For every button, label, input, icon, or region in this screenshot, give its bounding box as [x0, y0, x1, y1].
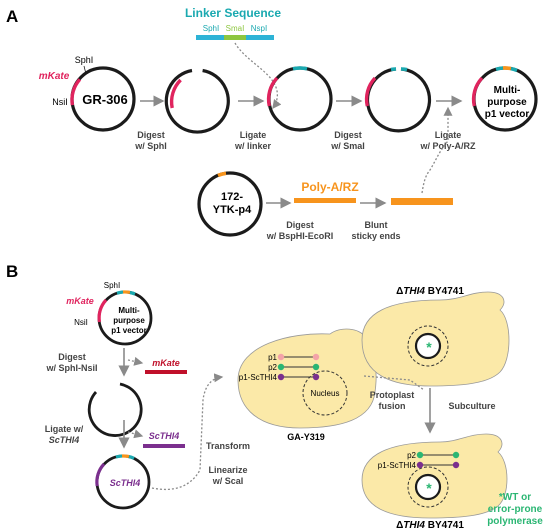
b-vector-line3: p1 vector — [111, 326, 147, 335]
bottom-p2-label: p2 — [407, 451, 416, 460]
b-transform-label: Transform — [206, 441, 250, 451]
a-step2-line2: w/ linker — [234, 141, 272, 151]
a-step5-line1: Digest — [286, 220, 314, 230]
multipurpose-p1-vector-a — [471, 66, 538, 132]
b-mkate-fragment-label: mKate — [152, 358, 180, 368]
polya-dotted-arrow — [421, 106, 453, 194]
gr306-name: GR-306 — [82, 92, 128, 107]
wt-note-line1: *WT or — [499, 492, 531, 503]
bottom-strain-cell — [361, 433, 508, 519]
bottom-strain-label: ΔTHI4 BY4741 — [396, 520, 464, 531]
scthi4-fragment — [143, 444, 185, 448]
b-linearize-line1: Linearize — [208, 465, 247, 475]
bottom-star: * — [426, 480, 432, 496]
b-mkate-dotted-arrow — [127, 356, 144, 366]
multipurpose-p1-vector-b — [97, 290, 153, 346]
final-vector-line2: purpose — [487, 97, 527, 108]
b-transform-dotted-arrow — [151, 373, 224, 491]
a-nsii-label: NsiI — [52, 97, 68, 107]
wt-note-line3: polymerase — [487, 516, 543, 527]
polya-label: Poly-A/RZ — [301, 180, 358, 194]
b-linearize-line2: w/ ScaI — [212, 476, 244, 486]
b-vector-line1: Multi- — [118, 306, 140, 315]
a-step1-line1: Digest — [137, 130, 165, 140]
bottom-p1-scthi4-marker — [416, 461, 460, 469]
b-sphi-label: SphI — [104, 281, 120, 290]
b-fusion-dotted-line — [363, 375, 425, 391]
linker-bar-mid — [224, 35, 246, 40]
final-vector-line3: p1 vector — [485, 109, 530, 120]
plasmid-p2-label: p2 — [268, 363, 277, 372]
linker-site-sphi: SphI — [203, 24, 219, 33]
plasmid-p1-scthi4-marker — [277, 373, 320, 381]
plasmid-digested-sphi — [164, 68, 230, 134]
ytk-p4-line1: 172- — [221, 191, 243, 203]
ytk-p4-plasmid — [197, 171, 263, 237]
ytk-p4-line2: YTK-p4 — [213, 204, 252, 216]
a-step4-line2: w/ Poly-A/RZ — [419, 141, 476, 151]
a-step1-line2: w/ SphI — [134, 141, 167, 151]
mkate-fragment — [145, 370, 187, 374]
a-step3-line2: w/ SmaI — [330, 141, 365, 151]
plasmid-p1-scthi4-label: p1-ScTHI4 — [239, 373, 278, 382]
b-scthi4-circle-label: ScTHI4 — [110, 478, 141, 488]
plasmid-p1-marker — [277, 353, 320, 361]
scthi4-plasmid — [95, 454, 151, 510]
nucleus-label: Nucleus — [311, 389, 340, 398]
ga-y319-label: GA-Y319 — [287, 432, 325, 442]
linker-site-smai: SmaI — [226, 24, 245, 33]
a-step2-line1: Ligate — [240, 130, 267, 140]
b-scthi4-dotted-arrow — [127, 429, 144, 439]
top-strain-label: ΔTHI4 BY4741 — [396, 286, 464, 297]
gr306-plasmid — [70, 66, 136, 132]
top-strain-cell — [361, 291, 510, 387]
linker-dotted-arrow — [234, 42, 282, 110]
plasmid-p1-label: p1 — [268, 353, 277, 362]
bottom-p2-marker — [416, 451, 460, 459]
b-digest-line1: Digest — [58, 352, 86, 362]
panel-a-letter: A — [6, 7, 18, 26]
bottom-p1-scthi4-label: p1-ScTHI4 — [378, 461, 417, 470]
a-sphi-label: SphI — [75, 55, 94, 65]
a-sphi-tick — [83, 65, 87, 75]
b-ligate-line2: ScTHI4 — [49, 435, 80, 445]
wt-note-line2: error-prone — [488, 504, 543, 515]
b-scthi4-fragment-label: ScTHI4 — [149, 431, 180, 441]
linker-bar-left — [196, 35, 224, 40]
b-digest-line2: w/ SphI-NsiI — [45, 363, 97, 373]
plasmid-digested-smai — [364, 67, 432, 133]
plasmid-with-linker — [266, 66, 333, 132]
linker-bar-right — [246, 35, 274, 40]
polya-fragment-blunt — [391, 198, 453, 205]
b-protoplast-line2: fusion — [379, 401, 406, 411]
a-step6-line1: Blunt — [365, 220, 388, 230]
b-vector-line2: purpose — [113, 316, 145, 325]
b-nsii-label: NsiI — [74, 318, 88, 327]
a-step6-line2: sticky ends — [351, 231, 400, 241]
b-mkate-label: mKate — [66, 296, 94, 306]
plasmid-p2-marker — [277, 363, 320, 371]
a-step3-line1: Digest — [334, 130, 362, 140]
linker-sequence-title: Linker Sequence — [185, 6, 281, 20]
b-open-backbone — [87, 382, 143, 437]
a-step5-line2: w/ BspHI-EcoRI — [266, 231, 334, 241]
b-protoplast-line1: Protoplast — [370, 390, 415, 400]
polya-fragment-sticky — [294, 198, 356, 203]
panel-b-letter: B — [6, 262, 18, 281]
b-ligate-line1: Ligate w/ — [45, 424, 84, 434]
b-subculture-label: Subculture — [448, 401, 495, 411]
linker-site-nspi: NspI — [251, 24, 267, 33]
a-mkate-label: mKate — [39, 71, 70, 82]
final-vector-line1: Multi- — [494, 85, 521, 96]
top-star: * — [426, 339, 432, 355]
